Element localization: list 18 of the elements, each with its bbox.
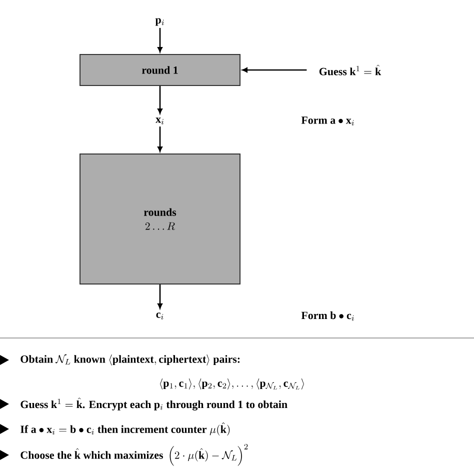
bullet-text: $\textbf{Guess }\mathbf{k}^1=\hat{\mathbf{k}}\textbf{. Encrypt each }\mathbf{p}_i\textbf{ through round 1 to obtain}$ <box>20 398 288 410</box>
process-box: rounds $2\ldots R$ <box>80 154 240 284</box>
arrow <box>158 28 162 52</box>
arrow <box>158 126 162 152</box>
arrow <box>242 68 307 72</box>
process-box: round 1 <box>80 54 240 86</box>
signal-label: $\mathbf{c}_i$ <box>156 312 164 320</box>
bullet-text: $\textbf{If }\mathbf{a}\bullet\mathbf{x}_i=\mathbf{b}\bullet\mathbf{c}_i\textbf{ then increment counter }\mu(\hat{\mathbf{k}})$ <box>20 422 230 436</box>
arrow <box>158 86 162 114</box>
bullet-text: $\textbf{Obtain }\mathcal{N}_L\textbf{ known }\langle\text{plaintext},\text{ciphertext}\rangle\textbf{ pairs:}$ <box>20 354 240 366</box>
note-text: $\langle\mathbf{p}_1,\mathbf{c}_1\rangle,\langle\mathbf{p}_2,\mathbf{c}_2\rangle,\ldots,\langle\mathbf{p}_{\mathcal{N}_L},\mathbf{c}_{\mathcal{N}_L}\rangle$ <box>160 378 304 390</box>
signal-label: $\mathbf{p}_i$ <box>155 18 164 26</box>
note-text: $\textbf{Form }\mathbf{b}\bullet\mathbf{c}_i$ <box>301 311 354 321</box>
bullet-text: $\textbf{Choose the }\hat{\mathbf{k}}\textbf{ which maximizes }\left(2\cdot\mu(\hat{\mathbf{k}})-\mathcal{N}_L\right)^2$ <box>20 444 248 466</box>
signal-label: $\mathbf{x}_i$ <box>156 118 164 124</box>
signal-label: $\textbf{Guess }\mathbf{k}^1=\hat{\mathbf{k}}$ <box>319 64 382 76</box>
arrow <box>158 284 162 309</box>
note-text: $\textbf{Form }\mathbf{a}\bullet\mathbf{x}_i$ <box>301 116 354 126</box>
